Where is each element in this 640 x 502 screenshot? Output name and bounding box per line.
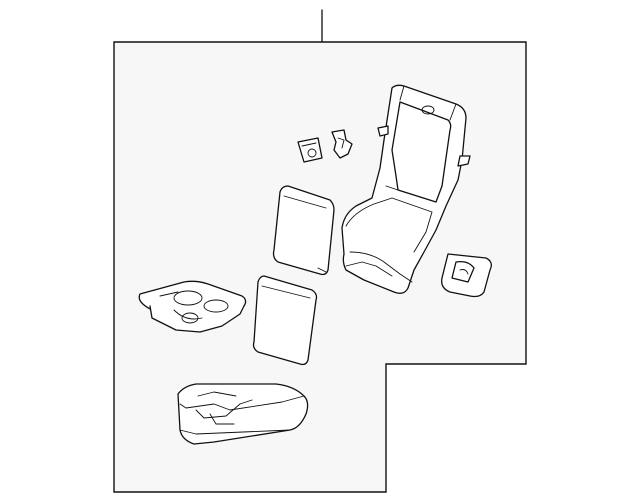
seat-back-frame[interactable] (341, 84, 471, 294)
retaining-clip[interactable] (297, 137, 323, 163)
seat-cushion-base[interactable] (177, 383, 309, 445)
seat-back-cover[interactable] (272, 185, 335, 276)
cup-holder-tray[interactable] (138, 280, 247, 333)
latch-bracket[interactable] (331, 129, 353, 159)
seat-cushion-cover[interactable] (252, 275, 318, 366)
side-trim-cap[interactable] (441, 253, 492, 298)
